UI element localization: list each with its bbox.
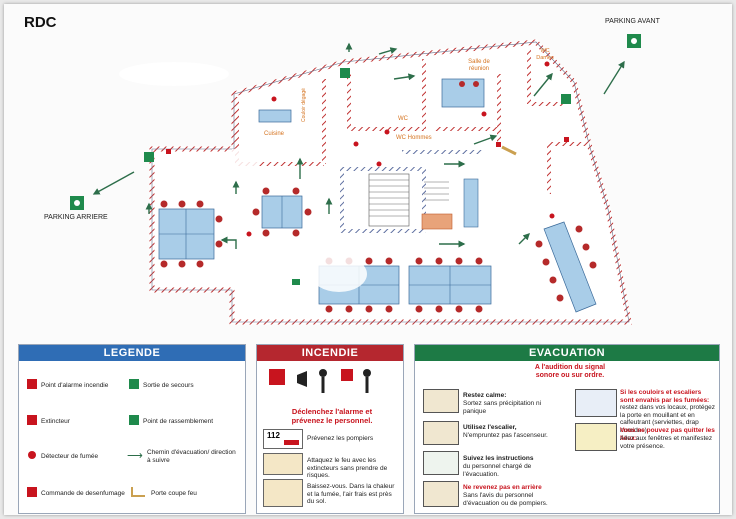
evac-right-1-head: Si les couloirs et escaliers sont envahi…: [620, 389, 710, 404]
evacuation-subtitle: A l'audition du signal sonore ou sur ord…: [534, 364, 606, 379]
room-label-cuisine: Cuisine: [264, 131, 285, 137]
smoke-detector-icon: [28, 451, 36, 459]
window-signal-icon: [575, 423, 617, 451]
evac-right-1-body: restez dans vos locaux, protégez la port…: [620, 404, 716, 434]
evacuation-plan-sheet: RDC: [4, 4, 732, 515]
evac-left-4-head: Ne revenez pas en arrière: [463, 484, 542, 491]
room-label-wc: WC: [398, 116, 408, 122]
emergency-number: 112: [267, 431, 280, 440]
room-label-couloir: Couloir dégagé: [301, 88, 307, 122]
emergency-exit-icon: [129, 379, 139, 389]
floor-title: RDC: [24, 14, 57, 31]
legend-item-alarm: Point d'alarme incendie: [41, 382, 109, 389]
evacuation-header: EVACUATION: [415, 345, 719, 361]
evac-left-4-body: Sans l'avis du personnel d'évacuation ou…: [463, 492, 548, 507]
incendie-panel: INCENDIE Déclenchez l'alarme et prévenez…: [256, 344, 404, 514]
evac-left-2-head: Utilisez l'escalier,: [463, 424, 517, 431]
staircase: [368, 173, 479, 230]
room-label-wc-dames: WC Dames: [536, 48, 554, 61]
alarm-people-icon: [269, 369, 371, 393]
legend-item-smoke-control: Commande de desenfumage: [41, 490, 125, 497]
assembly-point-icons: [70, 34, 641, 210]
glare-patches: [119, 62, 367, 292]
evac-left-1-body: Sortez sans précipitation ni panique: [463, 400, 542, 415]
assembly-point-icon: [129, 415, 139, 425]
exit-signs: [144, 68, 571, 285]
evac-left-1-head: Restez calme:: [463, 392, 507, 399]
staircase-icon: [423, 421, 459, 445]
evac-right-2-body: Allez aux fenêtres et manifestez votre p…: [620, 435, 713, 450]
evac-left-3-body: du personnel chargé de l'évacuation.: [463, 463, 532, 478]
legend-item-fire-door: Porte coupe feu: [151, 490, 197, 497]
incendie-step-1: Prévenez les pompiers: [307, 435, 374, 442]
smoke-control-icon: [27, 487, 37, 497]
smoke-filled-room-icon: [575, 389, 617, 417]
room-label-salle-reunion: Salle de réunion: [468, 59, 490, 72]
floor-plan: [70, 34, 641, 325]
chairs: [160, 81, 597, 313]
crouching-person-icon: [263, 479, 303, 507]
follow-staff-icon: [423, 451, 459, 475]
parking-avant-label: PARKING AVANT: [605, 18, 660, 25]
incendie-header: INCENDIE: [257, 345, 403, 361]
incendie-step-2: Attaquez le feu avec les extincteurs san…: [307, 457, 388, 479]
room-label-wc-hommes: WC Hommes: [396, 135, 432, 141]
legende-header: LEGENDE: [19, 345, 245, 361]
fire-door-icon: [131, 487, 145, 497]
legend-item-path: Chemin d'évacuation/ direction à suivre: [147, 449, 236, 464]
smoke-detectors: [246, 61, 555, 237]
incendie-headline: Déclenchez l'alarme et prévenez le perso…: [291, 407, 373, 425]
parking-arriere-label: PARKING ARRIERE: [44, 214, 108, 221]
legend-item-exit: Sortie de secours: [143, 382, 194, 389]
evac-left-3-head: Suivez les instructions: [463, 455, 534, 462]
evacuation-arrows: [92, 42, 625, 249]
legende-panel: LEGENDE Point d'alarme incendie Sortie d…: [18, 344, 246, 514]
evacuation-panel: EVACUATION A l'audition du signal sonore…: [414, 344, 720, 514]
fire-doors: [501, 145, 517, 156]
phone-icon: 112: [263, 429, 303, 449]
evac-right-2-head: Vous ne pouvez pas quitter les lieux:: [620, 427, 715, 442]
incendie-step-3: Baissez-vous. Dans la chaleur et la fumé…: [307, 483, 395, 505]
legend-item-extinguisher: Extincteur: [41, 418, 70, 425]
calm-icon: [423, 389, 459, 413]
extinguisher-action-icon: [263, 453, 303, 475]
alarm-point-icon: [27, 379, 37, 389]
no-return-icon: [423, 481, 459, 507]
extinguisher-icon: [27, 415, 37, 425]
legend-item-assembly: Point de rassemblement: [143, 418, 214, 425]
evac-left-2-body: N'empruntez pas l'ascenseur.: [463, 432, 548, 439]
legend-item-detector: Détecteur de fumée: [41, 453, 99, 460]
interior-walls: [232, 49, 589, 194]
evacuation-arrow-icon: ⟶: [127, 450, 143, 462]
